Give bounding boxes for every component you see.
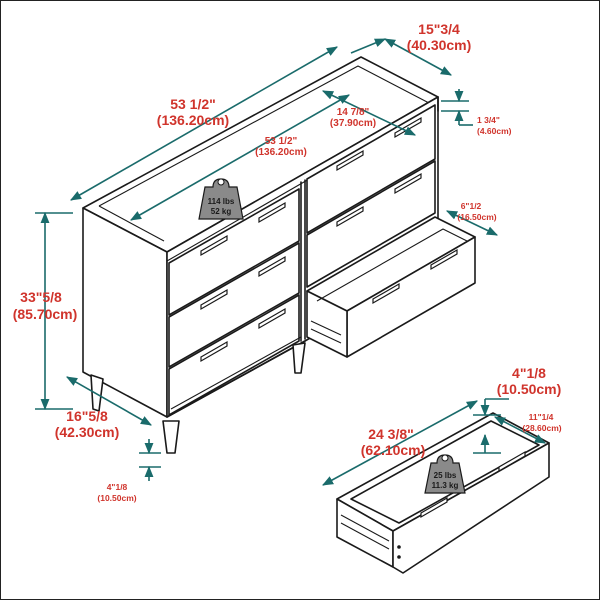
leg-height-inch-label: 4"1/8 <box>107 482 128 492</box>
top-thickness-inch-label: 1 3/4" <box>477 115 500 125</box>
drawer-depth-inch-label: 11"1/4 <box>529 412 554 422</box>
drawer-dimensions: 24 3/8" (62.10cm) 4"1/8 (10.50cm) 11"1/4… <box>322 365 562 486</box>
dresser-drawing: 114 lbs 52 kg <box>82 56 476 454</box>
height-inch-label: 33"5/8 <box>20 289 62 305</box>
leg-span-dimension-line <box>66 376 152 426</box>
drawer-right-2 <box>306 160 436 288</box>
drawer-height-cm-label: (10.50cm) <box>497 381 562 397</box>
inner-width-dimension-line <box>130 94 350 221</box>
drawer-left-2 <box>168 242 300 368</box>
leg-span-cm-label: (42.30cm) <box>55 424 120 440</box>
drawer-capacity-lbs: 25 lbs <box>434 471 457 480</box>
drawer-open-inch-label: 6"1/2 <box>461 201 482 211</box>
drawer-depth-cm-label: (28.60cm) <box>522 423 561 433</box>
drawer-width-cm-label: (62.10cm) <box>361 442 426 458</box>
depth-inch-label: 15"3/4 <box>418 21 460 37</box>
dresser-dimensions: 53 1/2" (136.20cm) 15"3/4 (40.30cm) 53 1… <box>13 21 512 503</box>
inner-depth-inch-label: 14 7/8" <box>337 107 370 118</box>
drawer-height-inch-label: 4"1/8 <box>512 365 546 381</box>
dresser-base <box>166 340 306 418</box>
width-cm-label: (136.20cm) <box>157 112 229 128</box>
drawer-open-dimension-line <box>445 210 499 236</box>
depth-dimension-line <box>384 38 452 76</box>
height-cm-label: (85.70cm) <box>13 306 78 322</box>
inner-width-cm-label: (136.20cm) <box>255 147 307 158</box>
drawer-width-inch-label: 24 3/8" <box>368 426 414 442</box>
drawer-width-dimension-line <box>322 400 478 486</box>
drawer-depth-dimension-line <box>494 416 546 444</box>
inner-depth-dimension-line <box>321 90 417 136</box>
drawer-capacity-kg: 11.3 kg <box>432 481 459 490</box>
drawer-left-3 <box>168 294 300 416</box>
depth-cm-label: (40.30cm) <box>407 37 472 53</box>
dresser-capacity-lbs: 114 lbs <box>208 197 235 206</box>
leg-span-inch-label: 16"5/8 <box>66 408 108 424</box>
width-inch-label: 53 1/2" <box>170 96 216 112</box>
inner-depth-cm-label: (37.90cm) <box>330 118 376 129</box>
inner-width-inch-label: 53 1/2" <box>265 136 298 147</box>
top-thickness-cm-label: (4.60cm) <box>477 126 512 136</box>
drawer-open-cm-label: (16.50cm) <box>457 212 496 222</box>
open-drawer <box>306 216 476 358</box>
leg-height-cm-label: (10.50cm) <box>97 493 136 503</box>
dresser-capacity-kg: 52 kg <box>211 207 232 216</box>
